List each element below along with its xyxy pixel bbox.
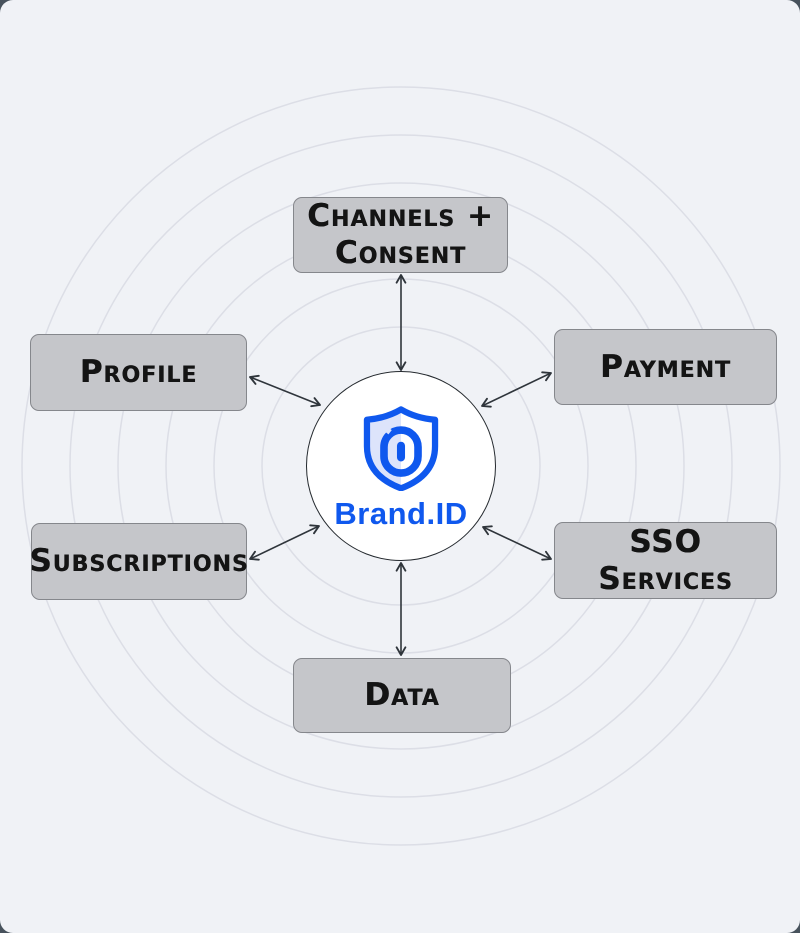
node-payment[interactable]: Payment bbox=[554, 329, 777, 405]
node-data[interactable]: Data bbox=[293, 658, 511, 733]
ring-4 bbox=[117, 182, 685, 750]
hub-label: Brand.ID bbox=[334, 495, 468, 531]
node-channels-consent-label: Channels + Consent bbox=[307, 198, 494, 271]
hub-brand-id[interactable]: Brand.ID bbox=[306, 371, 496, 561]
arrow-hub-subscriptions bbox=[249, 524, 320, 561]
arrow-hub-payment bbox=[481, 371, 552, 408]
arrow-hub-sso-services bbox=[482, 525, 552, 561]
node-sso-services-label: SSO Services bbox=[598, 523, 733, 597]
node-channels-consent[interactable]: Channels + Consent bbox=[293, 197, 508, 273]
node-subscriptions[interactable]: Subscriptions bbox=[29, 523, 249, 600]
ring-5 bbox=[69, 134, 733, 798]
node-subscriptions-label: Subscriptions bbox=[29, 543, 249, 580]
node-data-label: Data bbox=[364, 677, 440, 714]
node-profile-label: Profile bbox=[79, 354, 198, 391]
node-sso-services[interactable]: SSO Services bbox=[554, 522, 777, 599]
shield-icon bbox=[355, 405, 447, 491]
node-payment-label: Payment bbox=[600, 348, 731, 385]
node-profile[interactable]: Profile bbox=[30, 334, 247, 411]
ring-6 bbox=[21, 86, 781, 846]
arrow-hub-profile bbox=[249, 374, 321, 408]
